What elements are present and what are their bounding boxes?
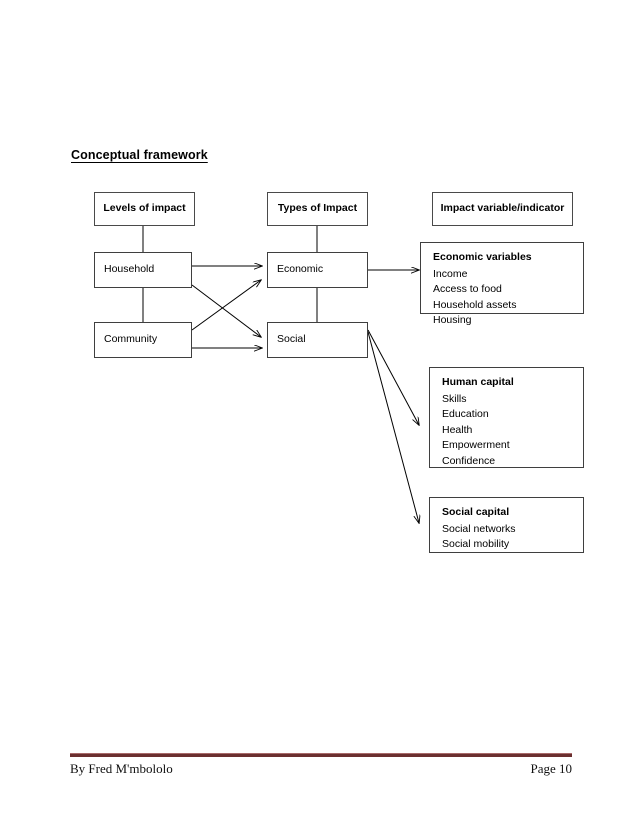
arrow-community-to-economic [191, 280, 261, 331]
node-label-economic: Economic [277, 263, 324, 276]
node-label-social: Social [277, 333, 306, 346]
node-community: Community [94, 322, 192, 358]
node-label-household: Household [104, 263, 155, 276]
node-label-community: Community [104, 333, 158, 346]
page-footer: By Fred M'mbololo Page 10 [70, 753, 572, 783]
footer-divider [70, 753, 572, 757]
node-human-capital: Human capital Skills Education Health Em… [429, 367, 584, 468]
footer-author: By Fred M'mbololo [70, 761, 173, 776]
detail-title-social-capital: Social capital [442, 506, 510, 518]
arrow-household-to-social [191, 284, 261, 337]
arrow-social-to-social-capital [367, 331, 419, 523]
arrow-social-to-human-capital [367, 329, 419, 425]
node-household: Household [94, 252, 192, 288]
node-economic-variables: Economic variables Income Access to food… [420, 242, 584, 326]
detail-item: Housing [433, 314, 472, 327]
detail-item: Confidence [442, 454, 496, 467]
detail-item: Household assets [433, 298, 517, 311]
detail-item: Access to food [433, 283, 502, 296]
header-label-impact-variable-indicator: Impact variable/indicator [440, 202, 565, 215]
header-label-types-of-impact: Types of Impact [277, 202, 358, 215]
node-social-capital: Social capital Social networks Social mo… [429, 497, 584, 553]
footer-page-number: Page 10 [530, 761, 572, 776]
header-box-impact-variable-indicator: Impact variable/indicator [432, 192, 573, 226]
page-title: Conceptual framework [71, 148, 208, 162]
node-economic: Economic [267, 252, 368, 288]
header-box-levels-of-impact: Levels of impact [94, 192, 195, 226]
detail-item: Skills [442, 392, 467, 405]
detail-title-economic-variables: Economic variables [433, 251, 532, 263]
detail-item: Empowerment [442, 439, 510, 452]
detail-item: Education [442, 408, 489, 421]
detail-item: Social networks [442, 522, 516, 535]
detail-item: Income [433, 267, 468, 280]
detail-title-human-capital: Human capital [442, 376, 514, 388]
conceptual-framework-diagram: Levels of impact Types of Impact Impact … [94, 192, 638, 700]
node-social: Social [267, 322, 368, 358]
detail-item: Health [442, 423, 473, 436]
header-label-levels-of-impact: Levels of impact [103, 202, 186, 215]
header-box-types-of-impact: Types of Impact [267, 192, 368, 226]
diagram-connectors [142, 226, 638, 700]
detail-item: Social mobility [442, 538, 510, 551]
